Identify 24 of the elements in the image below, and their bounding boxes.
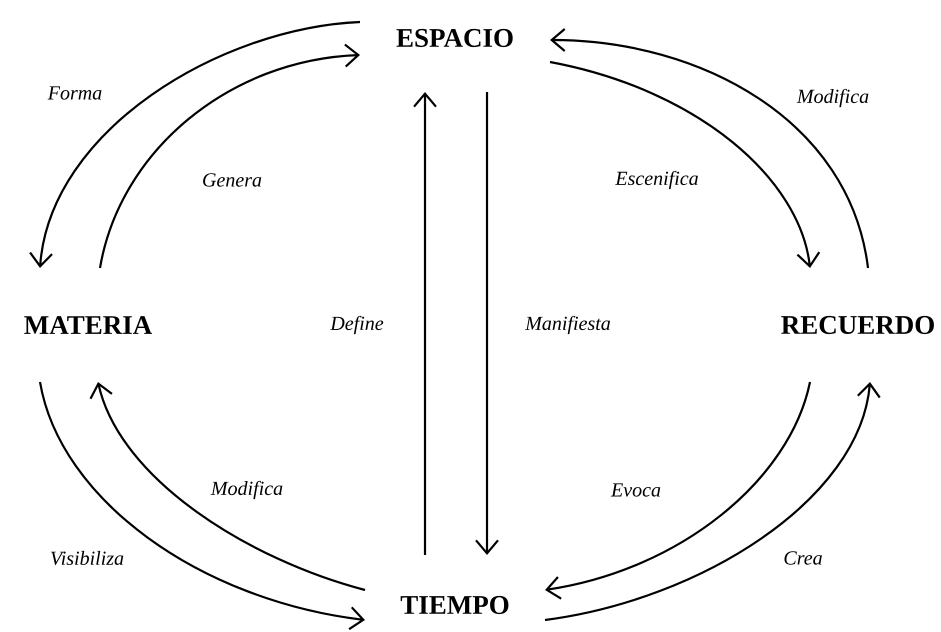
edge-label: Escenifica	[615, 170, 698, 190]
concept-label: MATERIA	[24, 316, 152, 334]
edge-label: Genera	[203, 173, 262, 187]
curved-arrow	[550, 60, 820, 268]
edge-label: Define	[330, 316, 384, 334]
edge-label: Modifica	[210, 480, 282, 500]
edge-label: Modifica	[796, 88, 868, 108]
curved-arrow	[550, 28, 870, 268]
concept-label: RECUERDO	[781, 316, 934, 334]
edge-label: Manifiesta	[525, 316, 610, 334]
curved-arrow	[413, 92, 437, 555]
curved-arrow	[29, 20, 360, 268]
curved-arrow	[544, 382, 881, 622]
edge-label: Crea	[784, 551, 822, 565]
curved-arrow	[90, 382, 366, 592]
curved-arrow	[98, 44, 360, 268]
curved-arrow	[38, 382, 365, 630]
curved-arrow	[475, 92, 499, 555]
concept-label: TIEMPO	[400, 596, 508, 614]
edge-label: Evoca	[610, 483, 660, 497]
concept-label: ESPACIO	[396, 28, 513, 48]
edge-label: Visibiliza	[51, 550, 124, 566]
edge-label: Forma	[48, 86, 102, 100]
curved-arrow	[545, 382, 812, 600]
